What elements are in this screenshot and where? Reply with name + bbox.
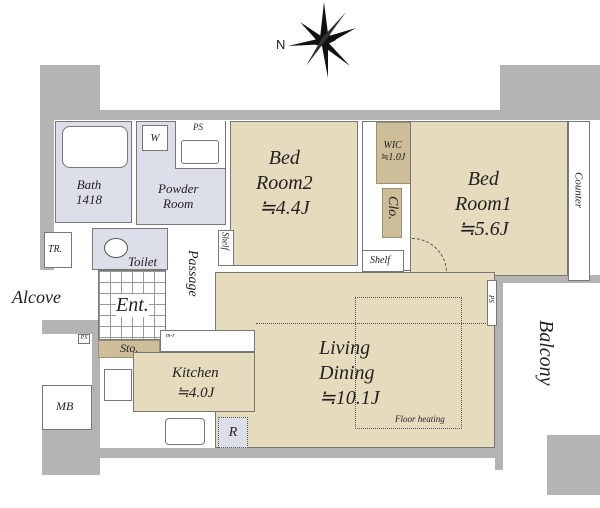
tr-label: TR. bbox=[48, 244, 63, 255]
trunk-room bbox=[44, 232, 72, 268]
floor-heating-label: Floor heating bbox=[395, 414, 445, 424]
stove-icon bbox=[104, 369, 132, 401]
closet-label: Clo. bbox=[385, 196, 401, 220]
passage bbox=[172, 230, 216, 320]
bathtub-icon bbox=[62, 126, 128, 168]
alcove-label: Alcove bbox=[12, 287, 61, 307]
entrance-label: Ent. bbox=[116, 294, 149, 317]
meter-box bbox=[42, 385, 92, 430]
wall-block bbox=[42, 430, 98, 475]
mb-label: MB bbox=[56, 399, 74, 413]
storage-label: Sto. bbox=[120, 341, 139, 355]
washer-space: W bbox=[142, 125, 168, 151]
ps-left-label: PS bbox=[78, 334, 90, 344]
counter bbox=[568, 121, 590, 281]
closet bbox=[382, 188, 402, 238]
mr-label: m-r bbox=[166, 333, 175, 339]
kitchen-sink-icon bbox=[165, 418, 205, 445]
ps-right-label: PS bbox=[487, 295, 496, 303]
kitchen-label: Kitchen≒4.0J bbox=[172, 365, 219, 401]
refrigerator-space: R bbox=[218, 417, 248, 448]
wall-left-lower bbox=[42, 320, 98, 334]
sink-icon bbox=[181, 140, 219, 164]
walk-in-closet bbox=[376, 122, 412, 184]
shelf-label: Shelf bbox=[370, 255, 390, 266]
dotted-line bbox=[256, 323, 486, 324]
wall-block bbox=[547, 435, 600, 495]
wall-top bbox=[40, 110, 505, 120]
wall-left-lower bbox=[92, 320, 100, 475]
wall-bottom bbox=[98, 448, 500, 458]
passage-shelf-label: Shelf bbox=[220, 232, 231, 250]
kitchen bbox=[133, 352, 255, 412]
north-label: N bbox=[276, 37, 286, 52]
pantry bbox=[160, 330, 255, 352]
wall-left bbox=[40, 110, 54, 270]
compass-rose-icon bbox=[288, 2, 356, 78]
balcony-label: Balcony bbox=[535, 320, 557, 386]
toilet-label: Toilet bbox=[128, 254, 158, 269]
counter-label: Counter bbox=[572, 172, 585, 209]
shelf bbox=[362, 250, 404, 272]
ps-right bbox=[487, 280, 497, 326]
wic-label: WIC≒1.0J bbox=[380, 140, 406, 163]
bedroom-2 bbox=[230, 121, 358, 266]
wall-right bbox=[495, 275, 600, 283]
floor-heating-area bbox=[355, 297, 462, 429]
passage-shelf bbox=[218, 230, 234, 266]
toilet-icon bbox=[104, 238, 128, 258]
ps-label: PS bbox=[193, 122, 203, 132]
wall-block bbox=[500, 65, 600, 120]
passage-label: Passage bbox=[185, 250, 201, 297]
wall-right bbox=[495, 275, 503, 470]
